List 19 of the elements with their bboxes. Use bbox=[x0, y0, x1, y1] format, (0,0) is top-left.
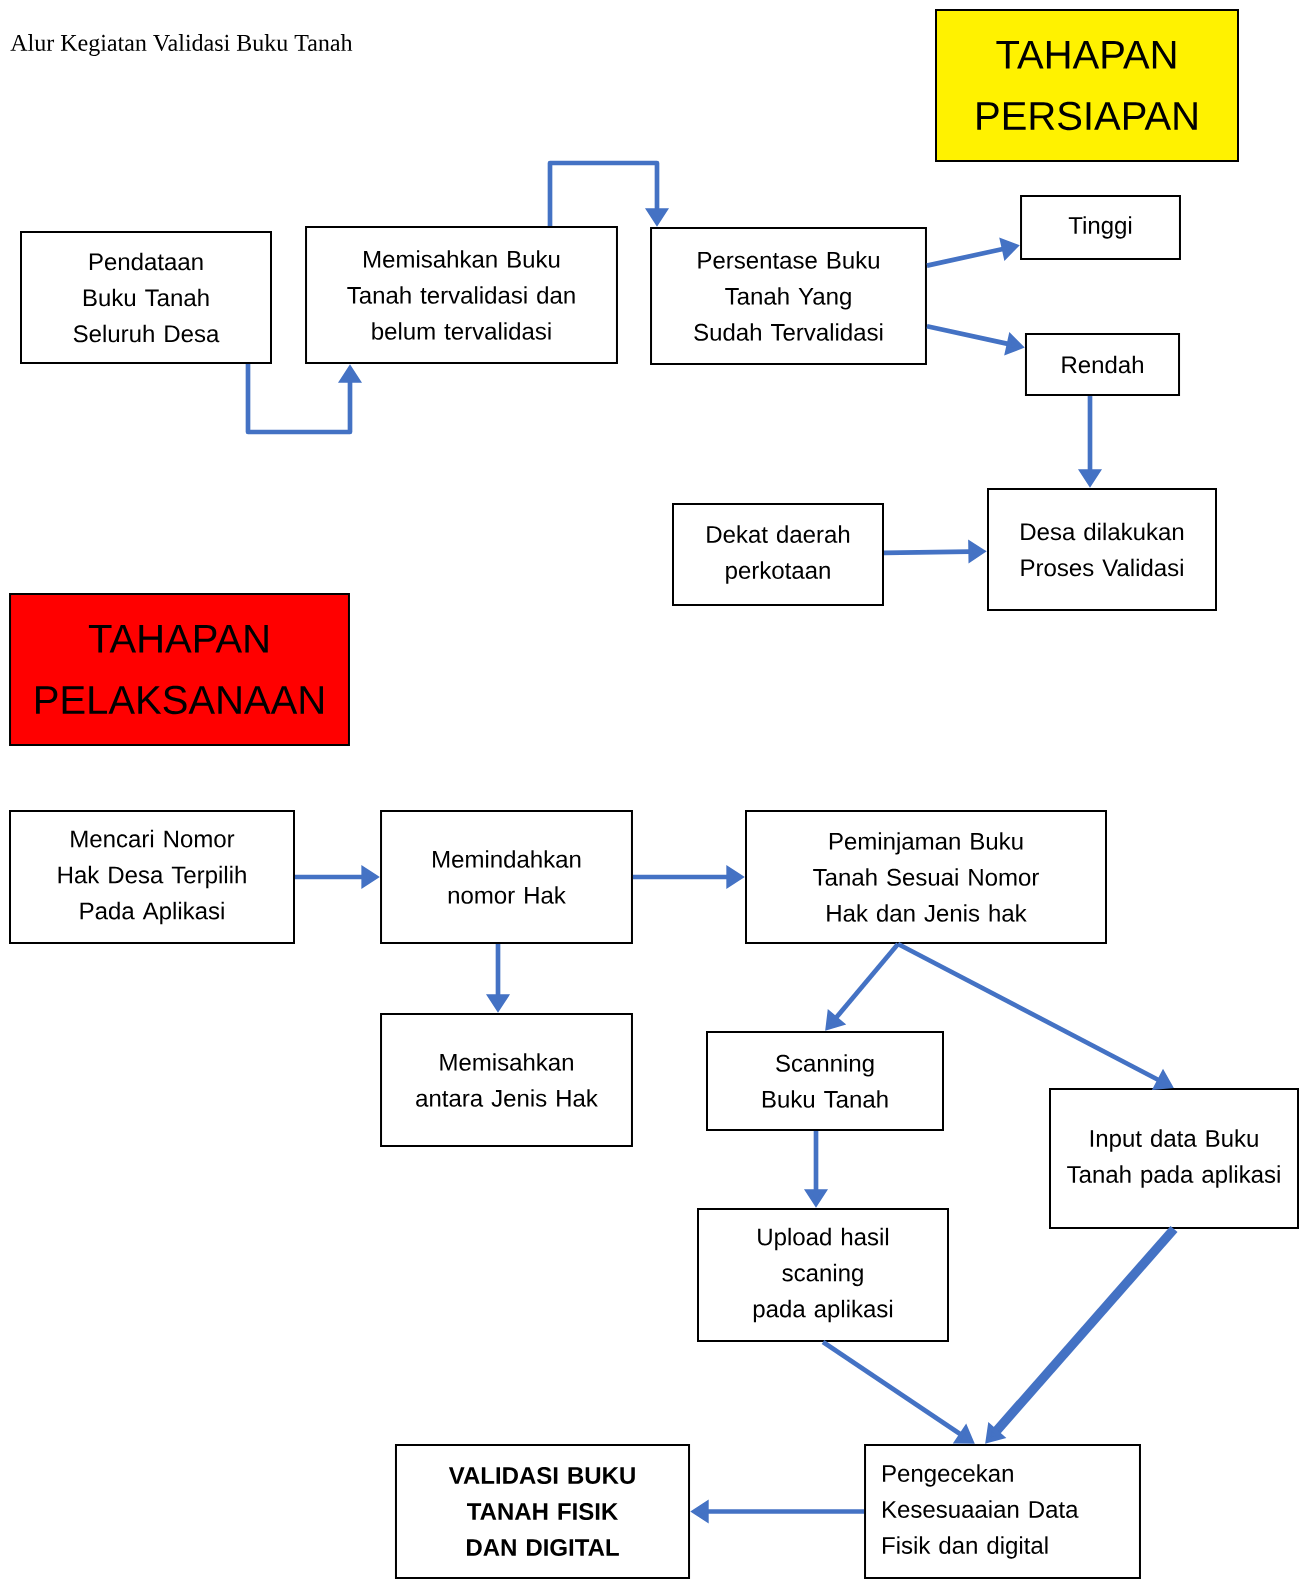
process-box: Pengecekan Kesesuaaian Data Fisik dan digital bbox=[864, 1444, 1141, 1580]
stage-banner: TAHAPAN PERSIAPAN bbox=[935, 9, 1239, 162]
process-box: Upload hasil scaning pada aplikasi bbox=[697, 1208, 949, 1342]
process-box: Mencari Nomor Hak Desa Terpilih Pada Aplikasi bbox=[9, 810, 295, 944]
process-box: Input data Buku Tanah pada aplikasi bbox=[1049, 1088, 1299, 1229]
process-box: Rendah bbox=[1024, 333, 1181, 397]
process-box: Desa dilakukan Proses Validasi bbox=[987, 488, 1217, 612]
process-box: Pendataan Buku Tanah Seluruh Desa bbox=[20, 231, 272, 364]
result-box: VALIDASI BUKU TANAH FISIK DAN DIGITAL bbox=[394, 1444, 691, 1580]
process-box: Scanning Buku Tanah bbox=[706, 1031, 944, 1131]
process-box: Tinggi bbox=[1020, 195, 1181, 260]
process-box: Dekat daerah perkotaan bbox=[672, 503, 884, 607]
process-box: Memisahkan antara Jenis Hak bbox=[380, 1013, 633, 1147]
process-box: Persentase Buku Tanah Yang Sudah Tervalidasi bbox=[650, 227, 927, 365]
process-box: Peminjaman Buku Tanah Sesuai Nomor Hak dan Jenis hak bbox=[745, 810, 1107, 944]
title: Alur Kegiatan Validasi Buku Tanah bbox=[10, 34, 353, 56]
stage-banner: TAHAPAN PELAKSANAAN bbox=[9, 593, 350, 746]
process-box: Memindahkan nomor Hak bbox=[380, 810, 633, 944]
process-box: Memisahkan Buku Tanah tervalidasi dan belum tervalidasi bbox=[305, 226, 618, 364]
